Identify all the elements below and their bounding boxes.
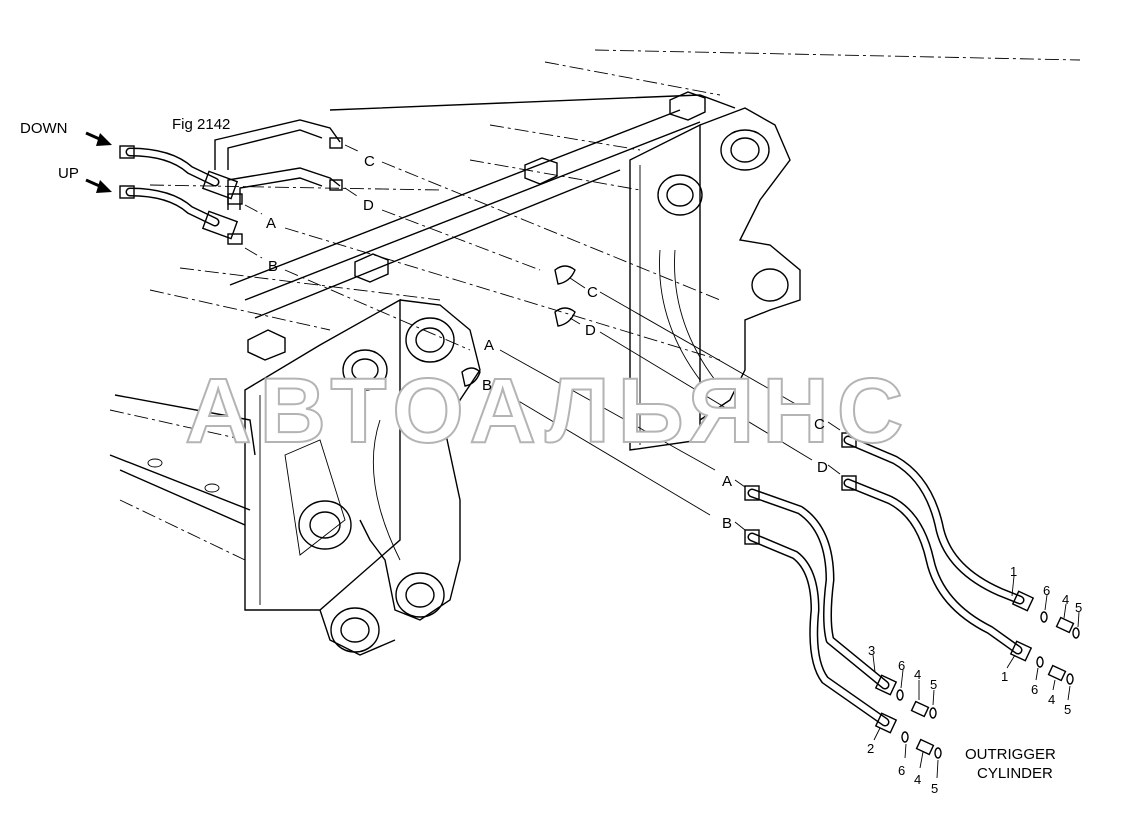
part-number-5-upper: 5 — [1075, 600, 1082, 615]
connection-label-d-right: D — [817, 459, 828, 476]
component-caption-line2: CYLINDER — [977, 765, 1053, 782]
part-number-5-a: 5 — [930, 677, 937, 692]
part-number-4-upper: 4 — [1062, 592, 1069, 607]
watermark-text: АВТОАЛЬЯНС — [185, 360, 911, 462]
port-caps — [461, 265, 576, 387]
part-number-5-b: 5 — [931, 781, 938, 796]
connection-label-c-mid: C — [587, 284, 598, 301]
part-number-6-lower: 6 — [1031, 682, 1038, 697]
connection-label-c-right: C — [814, 416, 825, 433]
up-arrow-icon — [85, 178, 112, 193]
outrigger-hoses — [744, 432, 1080, 759]
part-number-1-upper: 1 — [1010, 564, 1017, 579]
connection-label-d-top: D — [363, 197, 374, 214]
part-number-2: 2 — [867, 741, 874, 756]
part-number-4-lower: 4 — [1048, 692, 1055, 707]
outrigger-arm-front — [298, 299, 481, 656]
connection-leaders — [244, 144, 821, 516]
part-number-4-b: 4 — [914, 772, 921, 787]
figure-number: Fig 2142 — [172, 116, 230, 133]
component-caption-line1: OUTRIGGER — [965, 746, 1056, 763]
part-number-6-b: 6 — [898, 763, 905, 778]
part-number-1-lower: 1 — [1001, 669, 1008, 684]
connection-label-d-mid: D — [585, 322, 596, 339]
down-label: DOWN — [20, 120, 68, 137]
outrigger-arm-rear — [657, 107, 801, 421]
part-number-6-a: 6 — [898, 658, 905, 673]
up-label: UP — [58, 165, 79, 182]
part-number-6-upper: 6 — [1043, 583, 1050, 598]
part-number-4-a: 4 — [914, 667, 921, 682]
connection-label-b-top: B — [268, 258, 278, 275]
part-leaders — [734, 421, 1080, 779]
part-number-5-lower: 5 — [1064, 702, 1071, 717]
down-arrow-icon — [85, 131, 112, 146]
connection-label-c-top: C — [364, 153, 375, 170]
connection-label-b-mid: B — [482, 377, 492, 394]
control-valve-fittings — [119, 119, 343, 245]
part-number-3: 3 — [868, 643, 875, 658]
connection-label-a-right: A — [722, 473, 732, 490]
connection-label-b-right: B — [722, 515, 732, 532]
connection-label-a-top: A — [266, 215, 276, 232]
connection-label-a-mid: A — [484, 337, 494, 354]
